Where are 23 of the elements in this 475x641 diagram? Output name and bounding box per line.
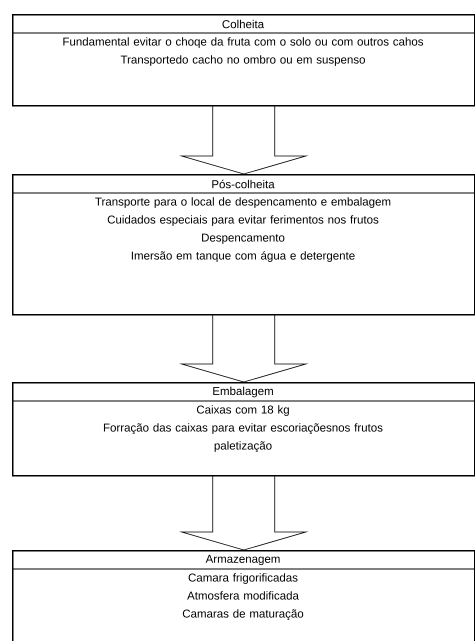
step-text: Camaras de maturação <box>182 609 304 620</box>
block-arrow <box>178 476 309 550</box>
step-text: Transporte para o local de despencamento e embalagem <box>95 197 390 208</box>
step-text: paletização <box>214 441 272 452</box>
block-arrow <box>178 315 309 382</box>
step-text: Cuidados especiais para evitar ferimentos nos frutos <box>108 215 378 226</box>
step-text: Fundamental evitar o choqe da fruta com o solo ou com outros cahos <box>63 37 424 48</box>
step-text: Transportedo cacho no ombro ou em suspenso <box>120 55 365 66</box>
block-arrow <box>178 106 309 174</box>
step-text: Despencamento <box>202 234 284 244</box>
step-text: Camara frigorificadas <box>188 573 298 584</box>
step-text: Imersão em tanque com água e detergente <box>132 251 355 262</box>
stage-heading: Armazenagem <box>206 554 280 566</box>
stage-heading: Pós-colheita <box>212 180 275 188</box>
stage-box <box>12 550 475 641</box>
stage-heading: Embalagem <box>213 386 273 398</box>
stage-box <box>12 14 475 106</box>
step-text: Forração das caixas para evitar escoriaçõesnos frutos <box>104 423 382 434</box>
step-text: Caixas com 18 kg <box>196 405 289 416</box>
stage-box <box>12 382 475 476</box>
stage-box <box>12 174 475 316</box>
stage-heading: Colheita <box>222 20 264 28</box>
step-text: Atmosfera modificada <box>187 591 299 600</box>
